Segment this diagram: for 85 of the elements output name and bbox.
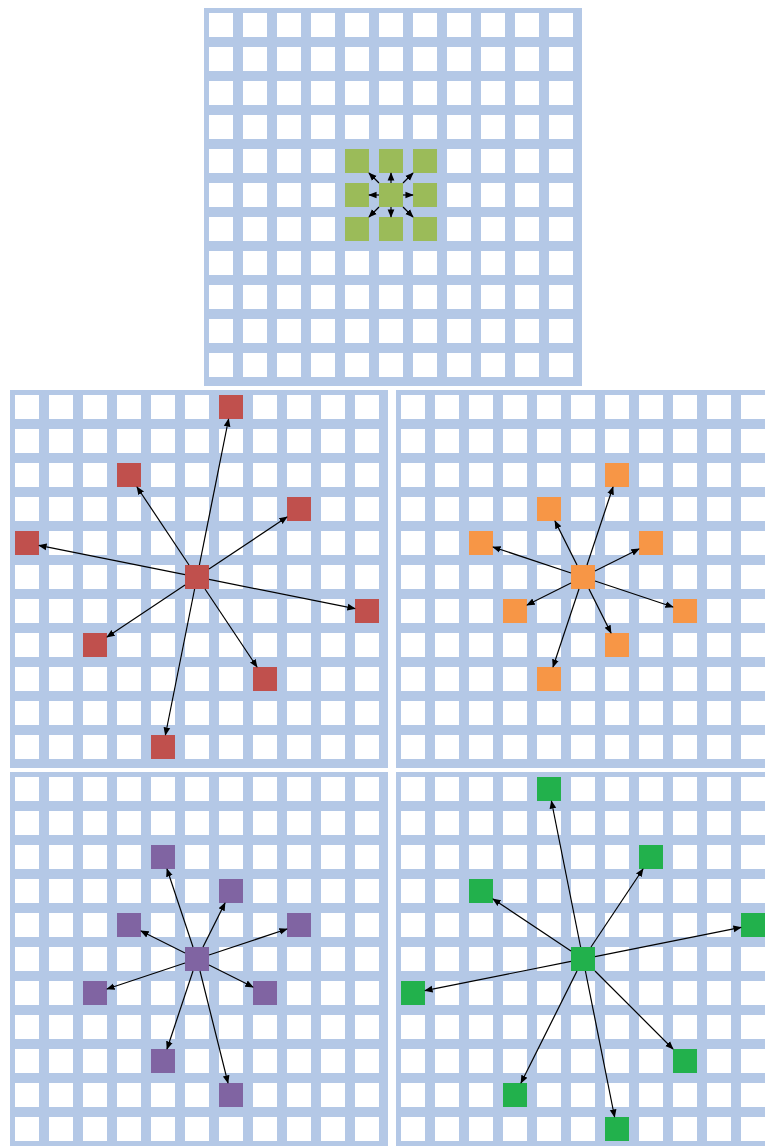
arrow [166, 868, 194, 948]
highlighted-cell [83, 633, 107, 657]
arrow [208, 964, 254, 988]
highlighted-cell [537, 777, 561, 801]
highlighted-cell [605, 1117, 629, 1141]
highlighted-cell [185, 947, 209, 971]
highlighted-cell [379, 149, 403, 173]
arrow [106, 962, 186, 990]
highlighted-cell [571, 565, 595, 589]
highlighted-cell [219, 1083, 243, 1107]
highlighted-cell [605, 633, 629, 657]
arrow [387, 172, 395, 184]
highlighted-cell [151, 1049, 175, 1073]
arrow [424, 960, 572, 993]
arrow [140, 930, 186, 954]
arrow [208, 928, 288, 956]
highlighted-cell [413, 217, 437, 241]
highlighted-cell [673, 1049, 697, 1073]
arrow [402, 172, 414, 184]
arrow [594, 548, 640, 572]
arrow [136, 486, 190, 566]
arrow [594, 970, 674, 1050]
highlighted-cell [83, 981, 107, 1005]
arrow [594, 580, 674, 608]
arrow [368, 206, 380, 218]
highlighted-cell [151, 845, 175, 869]
arrow [492, 546, 572, 574]
highlighted-cell [253, 981, 277, 1005]
highlighted-cell [503, 599, 527, 623]
arrow [594, 925, 742, 958]
arrow [586, 486, 614, 566]
highlighted-cell [537, 497, 561, 521]
highlighted-cell [673, 599, 697, 623]
highlighted-cell [639, 845, 663, 869]
arrow [199, 970, 230, 1084]
arrow [402, 206, 414, 218]
highlighted-cell [185, 565, 209, 589]
highlighted-cell [253, 667, 277, 691]
highlighted-cell [413, 149, 437, 173]
highlighted-cell [151, 735, 175, 759]
highlighted-cell [401, 981, 425, 1005]
highlighted-cell [469, 531, 493, 555]
highlighted-cell [503, 1083, 527, 1107]
arrow [492, 898, 572, 952]
highlighted-cell [219, 395, 243, 419]
arrow [520, 970, 578, 1084]
highlighted-cell [571, 947, 595, 971]
highlighted-cell [219, 879, 243, 903]
arrow [552, 588, 580, 668]
highlighted-cell [117, 913, 141, 937]
arrow [166, 970, 194, 1050]
highlighted-cell [287, 913, 311, 937]
arrow [387, 206, 395, 218]
arrow [368, 172, 380, 184]
arrow [38, 543, 186, 576]
arrow [584, 970, 617, 1118]
highlighted-cell [379, 183, 403, 207]
arrow [588, 588, 612, 634]
highlighted-cell [15, 531, 39, 555]
highlighted-cell [379, 217, 403, 241]
arrow [208, 578, 356, 611]
highlighted-cell [413, 183, 437, 207]
highlighted-cell [345, 183, 369, 207]
arrow [554, 520, 578, 566]
highlighted-cell [741, 913, 765, 937]
highlighted-cell [537, 667, 561, 691]
arrow [526, 582, 572, 606]
highlighted-cell [117, 463, 141, 487]
highlighted-cell [605, 463, 629, 487]
arrow [368, 191, 380, 199]
highlighted-cell [355, 599, 379, 623]
highlighted-cell [287, 497, 311, 521]
highlighted-cell [639, 531, 663, 555]
arrow [402, 191, 414, 199]
arrow [590, 868, 644, 948]
arrow [208, 516, 288, 570]
arrow [202, 902, 226, 948]
arrow [106, 584, 186, 638]
arrow [549, 800, 582, 948]
highlighted-cell [345, 149, 369, 173]
highlighted-cell [469, 879, 493, 903]
highlighted-cell [345, 217, 369, 241]
arrow [204, 588, 258, 668]
arrow [163, 588, 196, 736]
arrow [198, 418, 231, 566]
